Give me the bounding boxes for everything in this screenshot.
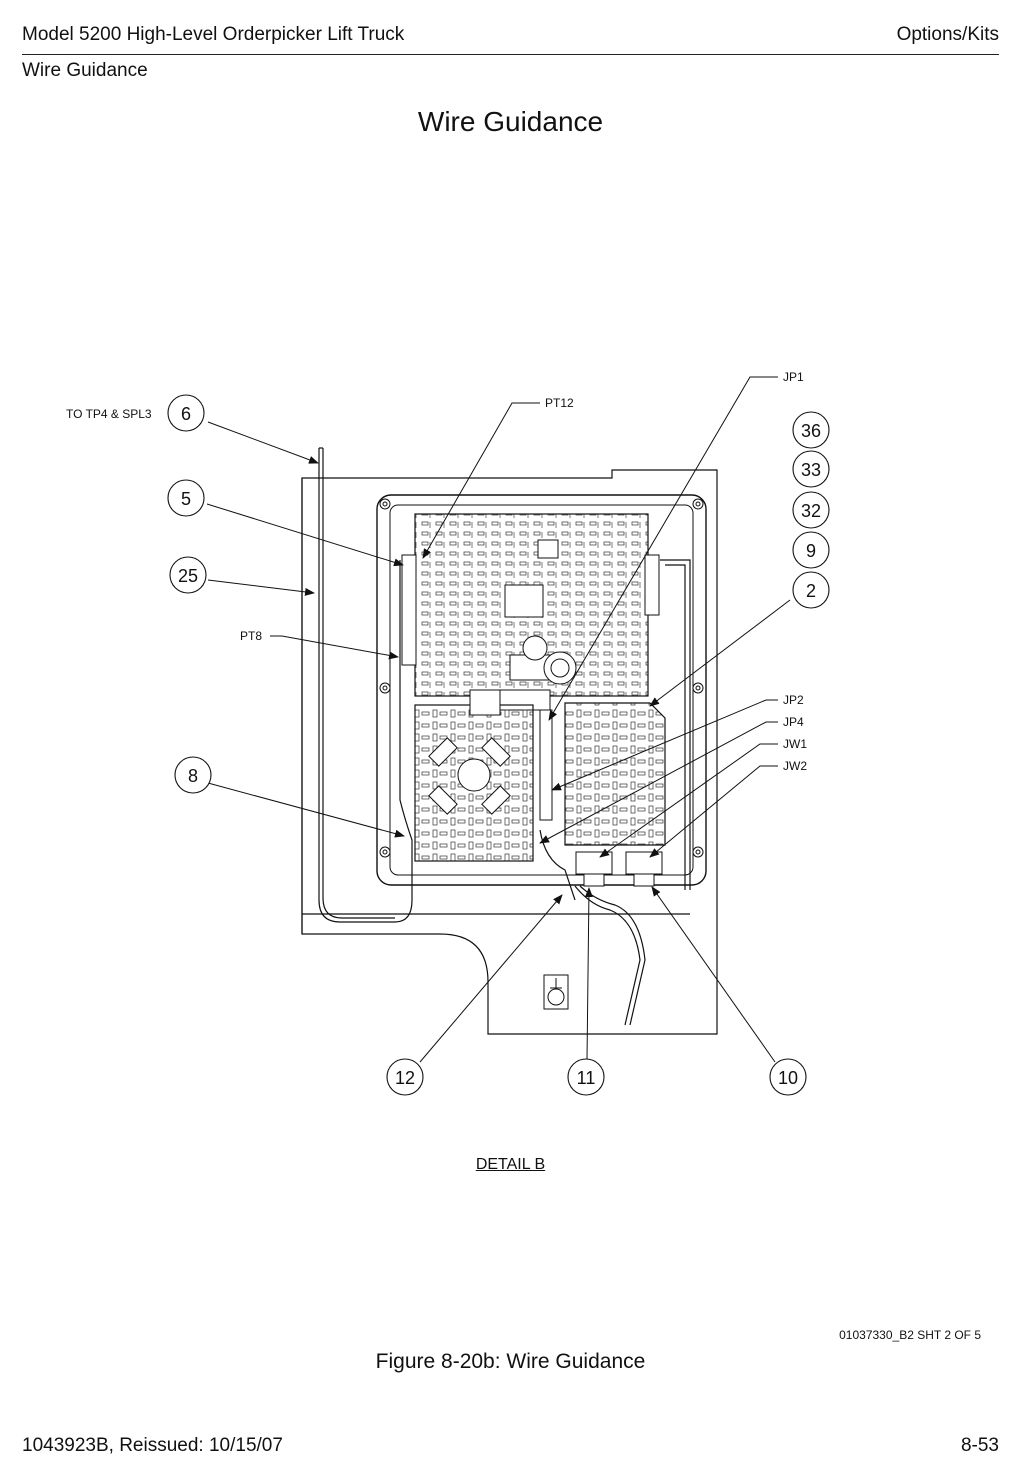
callout-36 [792,411,830,449]
lower-left-circuit-board [414,689,534,862]
callout-12 [386,1058,424,1096]
figure-caption: Figure 8-20b: Wire Guidance [375,1350,646,1373]
document-title: Model 5200 High-Level Orderpicker Lift T… [22,24,405,45]
enclosure [376,494,707,886]
callout-32-text: 32 [801,501,821,521]
section-name: Wire Guidance [22,60,148,81]
detail-label: DETAIL B [475,1156,546,1173]
callout-9 [792,531,830,569]
footer-doc-id: 1043923B, Reissued: 10/15/07 [22,1435,283,1456]
callout-6-text: 6 [181,404,191,424]
callout-5-text: 5 [181,489,191,509]
callout-8-text: 8 [188,766,198,786]
label-pt12: PT12 [545,396,574,410]
label-jw2: JW2 [783,759,807,773]
header-rule [22,54,999,55]
callout-5 [167,479,205,517]
label-jw1: JW1 [783,737,807,751]
section-category: Options/Kits [896,24,999,45]
mounting-plate [301,469,718,1035]
lower-right-circuit-board [564,702,666,846]
callout-25-text: 25 [178,566,198,586]
drawing-number: 01037330_B2 SHT 2 OF 5 [839,1328,981,1342]
callout-2 [792,571,830,609]
footer-page-number: 8-53 [960,1435,999,1456]
callout-11 [567,1058,605,1096]
callout-9-text: 9 [806,541,816,561]
label-jp1: JP1 [783,370,804,384]
callout-33 [792,450,830,488]
callout-11-text: 11 [577,1068,596,1088]
callout-36-text: 36 [801,421,821,441]
label-to-tp4: TO TP4 & SPL3 [66,407,152,421]
ground-lug [543,974,569,1010]
page-title: Wire Guidance [417,106,604,137]
callout-10-text: 10 [778,1068,798,1088]
label-pt8: PT8 [240,629,262,643]
callout-6 [167,394,205,432]
label-jp2: JP2 [783,693,804,707]
callout-32 [792,491,830,529]
callout-10 [769,1058,807,1096]
callout-2-text: 2 [806,581,816,601]
callout-8 [174,756,212,794]
callout-33-text: 33 [801,460,821,480]
leader-lines [206,376,791,1063]
callout-balloons [167,394,830,1096]
label-jp4: JP4 [783,715,804,729]
upper-circuit-board [414,513,660,711]
callout-12-text: 12 [395,1068,415,1088]
callout-25 [169,556,207,594]
